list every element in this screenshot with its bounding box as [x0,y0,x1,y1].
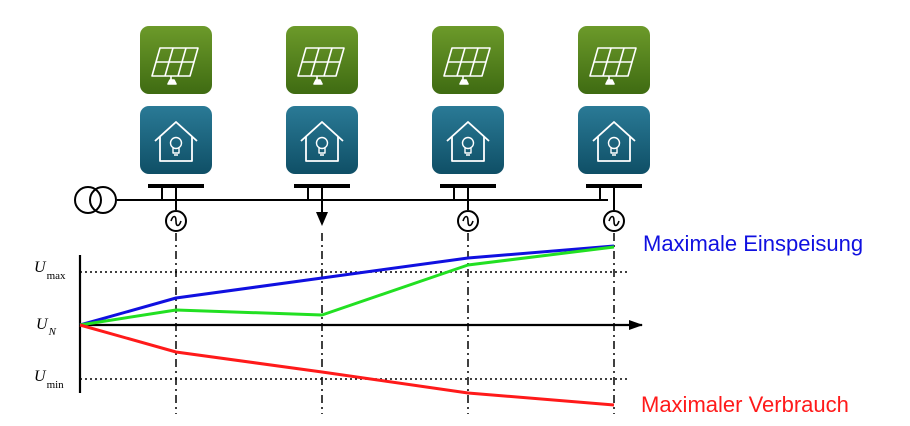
load-arrow-icon [316,205,328,226]
transformer-icon [74,186,117,214]
generator-icon [457,210,479,232]
unit-tiles [140,26,650,174]
house-tile [432,106,504,174]
solar-panel-icon [443,47,491,85]
solar-panel-icon [151,47,199,85]
pv-tile [578,26,650,94]
node-guides [175,233,615,414]
u-min-label: Umin [34,368,64,391]
pv-tile [432,26,504,94]
house-bulb-icon [154,121,198,162]
u-n-label: UN [36,316,57,338]
series-line-verbrauch [79,323,615,407]
busbars [148,184,642,232]
legend-maximaler-verbrauch: Maximaler Verbrauch [641,392,849,417]
solar-panel-icon [589,47,637,85]
generator-icon [603,210,625,232]
series-line-green [79,245,615,327]
solar-panel-icon [297,47,345,85]
pv-tile [286,26,358,94]
house-bulb-icon [592,121,636,162]
legend-maximale-einspeisung: Maximale Einspeisung [643,231,863,256]
generator-icon [165,210,187,232]
house-tile [140,106,212,174]
house-bulb-icon [300,121,344,162]
house-tile [286,106,358,174]
house-bulb-icon [446,121,490,162]
u-max-label: Umax [34,259,66,282]
series-line-einspeisung [79,244,615,327]
pv-tile [140,26,212,94]
house-tile [578,106,650,174]
